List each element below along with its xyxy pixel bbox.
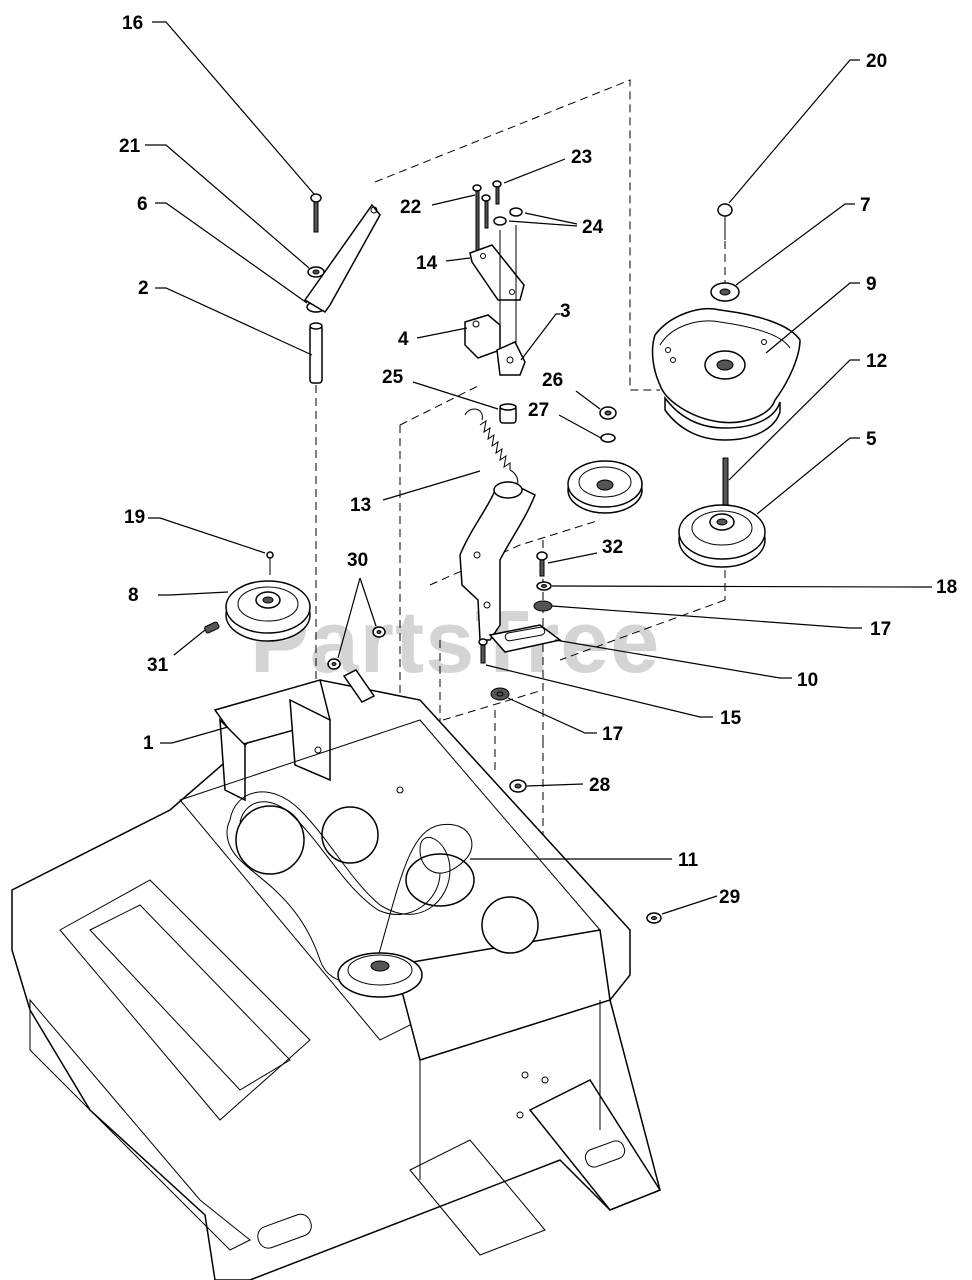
- idler-arm: [303, 203, 381, 313]
- nuts-24: [493, 207, 523, 226]
- bolt-19: [266, 551, 274, 575]
- callout-22: 22: [400, 197, 421, 218]
- callout-28: 28: [589, 775, 610, 796]
- pulley-5: [678, 504, 766, 568]
- callout-23: 23: [571, 147, 592, 168]
- callout-7: 7: [860, 195, 871, 216]
- spacer-2: [309, 322, 323, 384]
- callout-19: 19: [124, 507, 145, 528]
- callout-14: 14: [416, 253, 438, 274]
- plate-10: [488, 624, 562, 653]
- bolt-20: [717, 203, 733, 240]
- nut-28: [509, 779, 527, 793]
- washer-27: [600, 433, 616, 443]
- callout-10: 10: [797, 670, 818, 691]
- callout-25: 25: [382, 367, 404, 388]
- callout-26: 26: [542, 370, 563, 391]
- callout-24: 24: [582, 217, 604, 238]
- callout-27: 27: [528, 400, 549, 421]
- callout-4: 4: [398, 329, 409, 350]
- callout-16: 16: [122, 13, 143, 34]
- drive-belt: [226, 791, 473, 982]
- callout-5: 5: [866, 429, 877, 450]
- block-4: [464, 314, 501, 359]
- washer-7: [710, 282, 740, 302]
- watermark-text: PartsTree: [250, 592, 660, 691]
- nut-26: [599, 406, 617, 420]
- idler-bracket: [459, 481, 536, 641]
- lower-pulley: [337, 952, 423, 998]
- nuts-30: [327, 626, 386, 703]
- callout-13: 13: [350, 495, 371, 516]
- callout-labels: 16 21 6 2 20 7 9 12 5 23 22 24 14 3 4 25…: [119, 13, 957, 908]
- callout-30: 30: [347, 550, 368, 571]
- washer-17-upper: [533, 600, 553, 612]
- callout-9: 9: [866, 274, 877, 295]
- plate-3: [496, 341, 526, 376]
- pin-15: [478, 638, 488, 664]
- pulley-27: [567, 460, 643, 514]
- bolt-32: [536, 551, 548, 577]
- washer-18: [536, 581, 552, 591]
- callout-32: 32: [602, 537, 623, 558]
- callout-12: 12: [866, 351, 887, 372]
- callout-20: 20: [866, 51, 887, 72]
- washer-17-lower: [490, 687, 510, 701]
- callout-21: 21: [119, 136, 141, 157]
- chassis-frame: [11, 679, 662, 1280]
- callout-1: 1: [143, 733, 154, 754]
- nut-29: [646, 912, 662, 924]
- callout-15: 15: [720, 708, 742, 729]
- spacer-25: [499, 403, 517, 424]
- callout-2: 2: [138, 278, 149, 299]
- callout-31: 31: [147, 655, 169, 676]
- callout-3: 3: [560, 301, 571, 322]
- callout-17-upper: 17: [870, 619, 891, 640]
- bolts-22-23: [472, 180, 502, 251]
- callout-29: 29: [719, 887, 740, 908]
- callout-6: 6: [137, 194, 148, 215]
- callout-17-lower: 17: [602, 724, 623, 745]
- bolt-16: [310, 193, 322, 233]
- clutch-9: [651, 308, 801, 441]
- leader-lines: [145, 21, 932, 915]
- pulley-8: [225, 580, 311, 642]
- callout-11: 11: [678, 850, 699, 871]
- callout-18: 18: [936, 577, 957, 598]
- callout-8: 8: [128, 585, 139, 606]
- set-screw-31: [204, 621, 220, 634]
